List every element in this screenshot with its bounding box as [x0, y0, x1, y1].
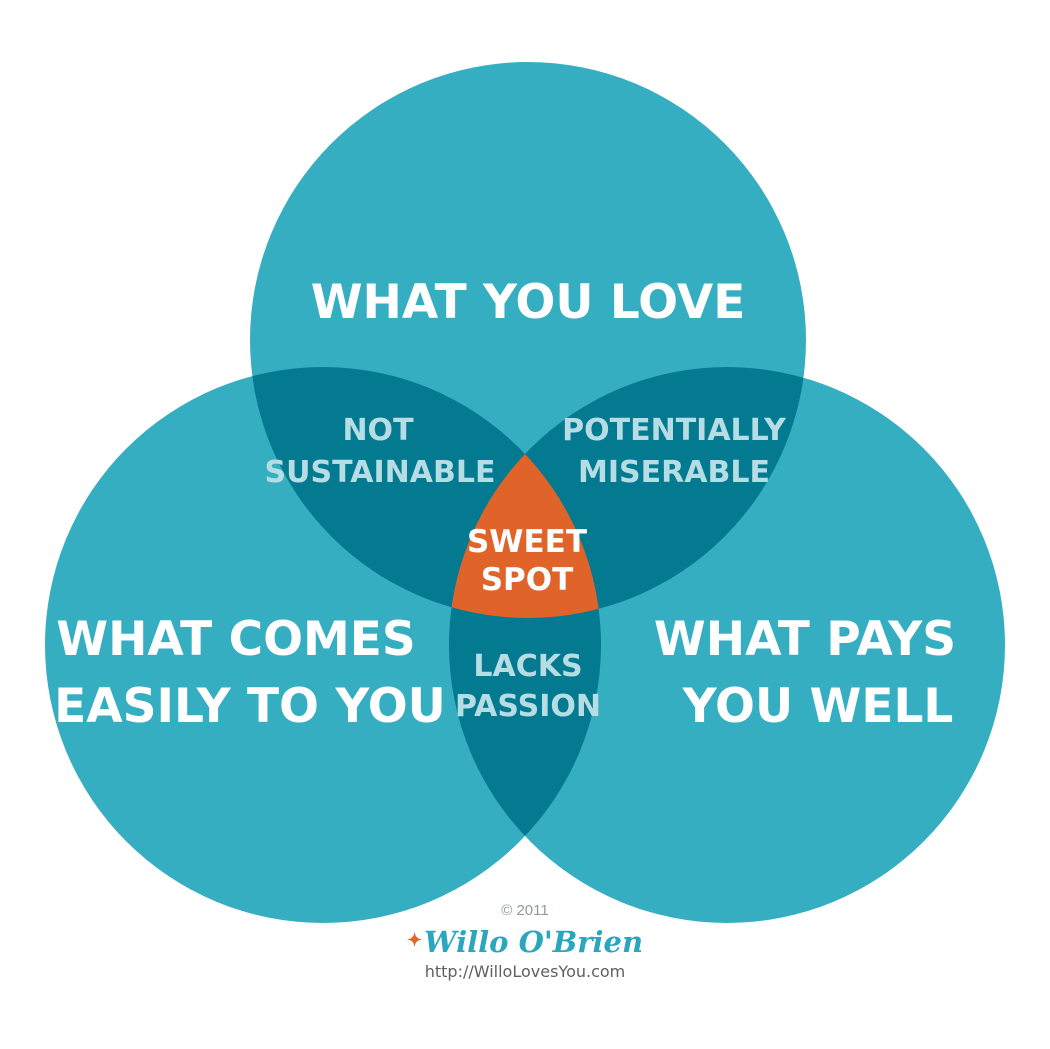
- label-not-sustainable-line2: SUSTAINABLE: [265, 455, 496, 490]
- label-lacks-passion-line2: PASSION: [455, 689, 601, 724]
- overlap-love-pays: [449, 367, 806, 618]
- overlap-love-easy: [250, 367, 601, 618]
- label-what-pays-line1: WHAT PAYS: [654, 612, 956, 667]
- label-lacks-passion-line1: LACKS: [473, 649, 582, 684]
- label-sweet-spot-line1: SWEET: [467, 524, 587, 560]
- label-not-sustainable-line1: NOT: [342, 413, 414, 448]
- author-name: Willo O'Brien: [424, 925, 644, 959]
- label-what-comes-line2: EASILY TO YOU: [54, 679, 446, 734]
- label-potentially-miserable-line2: MISERABLE: [578, 455, 770, 490]
- author-signature: ✦Willo O'Brien: [0, 925, 1050, 959]
- label-what-comes-line1: WHAT COMES: [56, 612, 416, 667]
- label-what-pays-line2: YOU WELL: [682, 679, 954, 734]
- label-potentially-miserable-line1: POTENTIALLY: [562, 413, 787, 448]
- label-sweet-spot-line2: SPOT: [481, 562, 574, 598]
- label-what-you-love: WHAT YOU LOVE: [311, 275, 746, 330]
- star-icon: ✦: [406, 930, 423, 951]
- copyright-notice: © 2011: [501, 902, 549, 919]
- author-url[interactable]: http://WilloLovesYou.com: [424, 962, 626, 981]
